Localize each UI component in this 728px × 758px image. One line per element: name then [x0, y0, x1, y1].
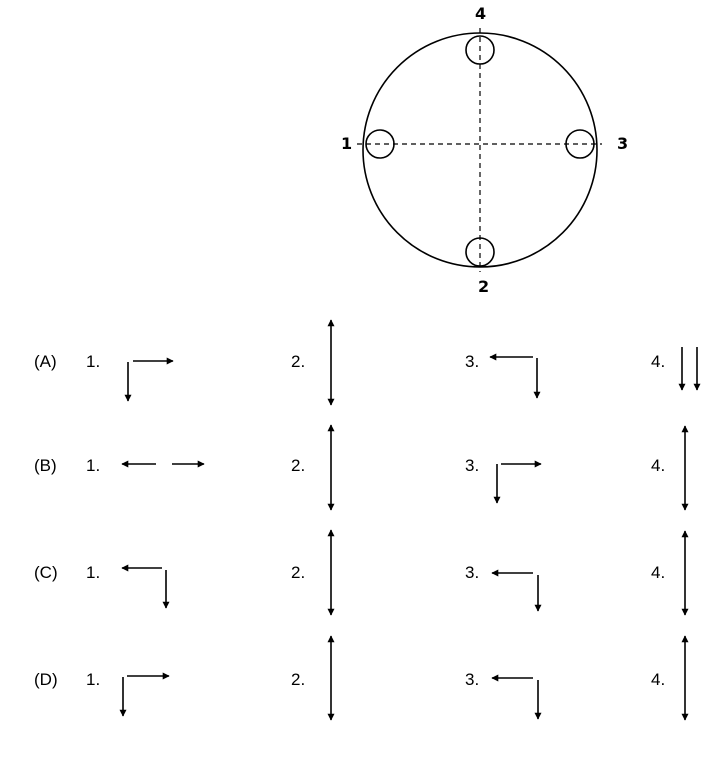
option-a: (A) 1. 2. 3. 4.	[34, 319, 701, 406]
position-label-4: 4	[475, 4, 486, 23]
item-label-2: 2.	[291, 563, 305, 582]
item-label-4: 4.	[651, 456, 665, 475]
option-c: (C) 1. 2. 3. 4.	[34, 529, 689, 616]
arrow-3	[489, 353, 541, 399]
item-label-1: 1.	[86, 456, 100, 475]
item-label-4: 4.	[651, 670, 665, 689]
arrow-1	[124, 357, 174, 402]
arrow-3	[493, 460, 542, 504]
arrow-3	[491, 569, 542, 612]
option-letter: (C)	[34, 563, 58, 582]
item-label-3: 3.	[465, 670, 479, 689]
item-label-4: 4.	[651, 563, 665, 582]
small-circle-3	[565, 129, 595, 159]
item-label-4: 4.	[651, 352, 665, 371]
option-d: (D) 1. 2. 3. 4.	[34, 635, 689, 721]
arrow-1	[119, 672, 170, 717]
option-letter: (D)	[34, 670, 58, 689]
option-b: (B) 1. 2. 3. 4.	[34, 424, 689, 511]
position-label-2: 2	[478, 277, 489, 296]
item-label-2: 2.	[291, 670, 305, 689]
small-circle-1	[365, 129, 395, 159]
small-circle-4	[465, 35, 495, 65]
item-label-1: 1.	[86, 670, 100, 689]
item-label-1: 1.	[86, 352, 100, 371]
arrow-4	[678, 347, 701, 391]
option-letter: (A)	[34, 352, 57, 371]
position-label-1: 1	[341, 134, 352, 153]
item-label-3: 3.	[465, 456, 479, 475]
circle-figure: 1 2 3 4	[341, 4, 628, 296]
small-circle-2	[465, 237, 495, 267]
position-label-3: 3	[617, 134, 628, 153]
option-letter: (B)	[34, 456, 57, 475]
item-label-2: 2.	[291, 456, 305, 475]
arrow-1	[121, 564, 170, 609]
item-label-2: 2.	[291, 352, 305, 371]
item-label-3: 3.	[465, 563, 479, 582]
arrow-3	[491, 674, 542, 720]
item-label-1: 1.	[86, 563, 100, 582]
item-label-3: 3.	[465, 352, 479, 371]
